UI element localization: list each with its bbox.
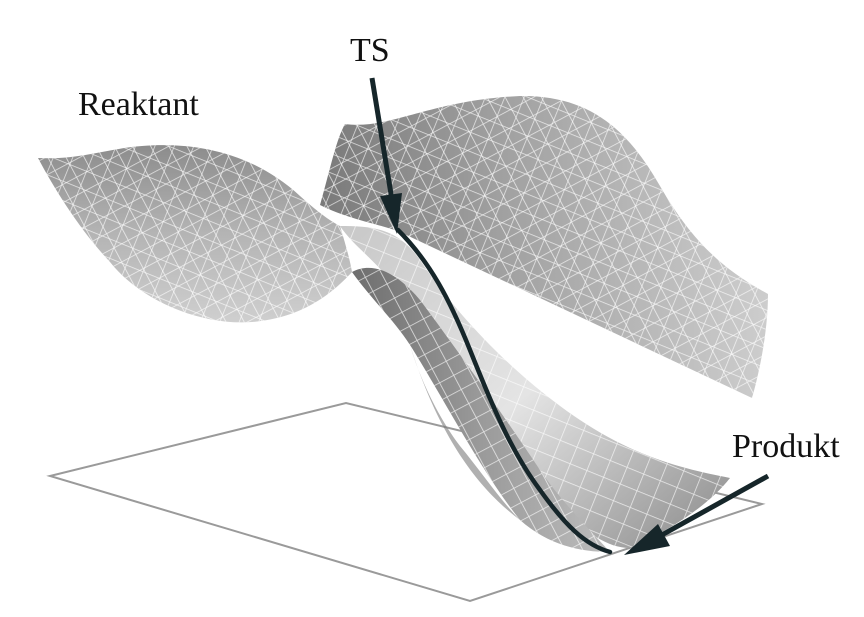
product-valley-surface xyxy=(340,226,730,548)
transition-state-label: TS xyxy=(350,32,390,69)
product-label: Produkt xyxy=(732,428,840,465)
back-ridge-surface xyxy=(320,95,768,398)
reactant-label: Reaktant xyxy=(78,86,199,123)
front-slope-surface xyxy=(352,267,610,552)
product-arrow xyxy=(624,473,770,555)
base-plane xyxy=(46,401,766,603)
reaction-path-line xyxy=(395,227,613,555)
ts-arrow xyxy=(369,77,402,234)
reactant-basin-surface xyxy=(38,145,352,323)
